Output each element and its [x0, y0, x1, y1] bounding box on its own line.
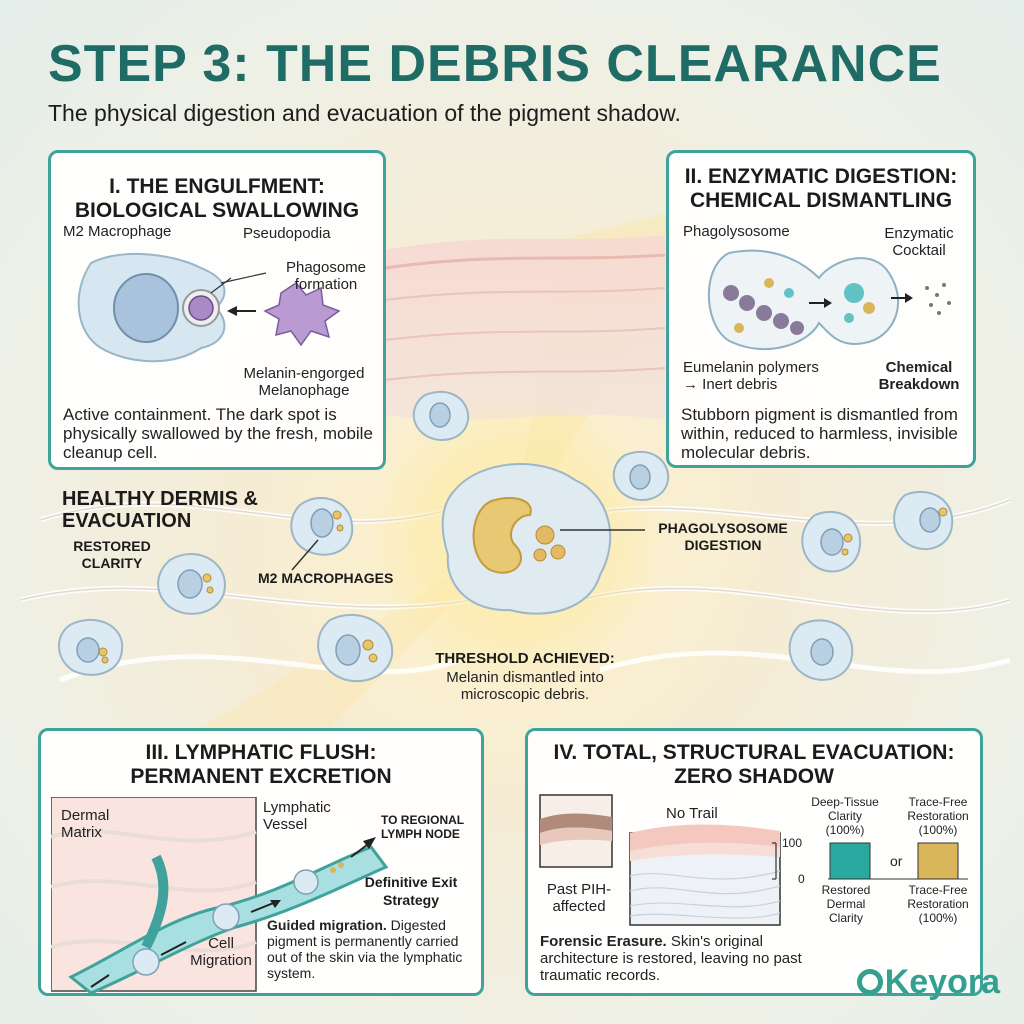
panel-structural-evacuation: IV. TOTAL, STRUCTURAL EVACUATION: ZERO S…: [525, 728, 983, 996]
logo-text: Keyora: [884, 963, 1000, 1001]
label-melanophage: Melanin-engorged Melanophage: [243, 365, 365, 399]
label-or: or: [890, 853, 903, 869]
phagolysosome-illustration: [708, 249, 951, 351]
panel-title-line1: III. LYMPHATIC FLUSH:: [145, 741, 377, 764]
label-restored-clarity: RESTORED CLARITY: [73, 538, 151, 571]
label-phagolysosome-digestion: PHAGOLYSOSOME DIGESTION: [658, 520, 788, 553]
key-icon: [856, 969, 883, 995]
description-text: Skin's original architecture is restored…: [540, 933, 802, 984]
label-dermal-matrix: Dermal Matrix: [61, 807, 110, 841]
label-phagolysosome: Phagolysosome: [683, 223, 790, 240]
panel-description: Guided migration. Digested pigment is pe…: [267, 917, 479, 981]
label-threshold-title: THRESHOLD ACHIEVED:: [435, 650, 615, 667]
clarity-bar-chart: [772, 842, 968, 880]
panel-title-line2: ZERO SHADOW: [674, 765, 834, 788]
label-chemical-breakdown: Chemical Breakdown: [878, 359, 960, 393]
central-macrophage-cell: [441, 463, 612, 615]
keyora-logo: Keyora: [856, 963, 1000, 1002]
axis-label-0: 0: [798, 872, 805, 886]
panel-enzymatic-digestion: II. ENZYMATIC DIGESTION: CHEMICAL DISMAN…: [666, 150, 976, 468]
bar-trace-free-restoration: [917, 842, 959, 880]
page-subtitle: The physical digestion and evacuation of…: [48, 100, 681, 126]
panel-title-line2: CHEMICAL DISMANTLING: [689, 189, 953, 212]
panel-lymphatic-flush: III. LYMPHATIC FLUSH: PERMANENT EXCRETIO…: [38, 728, 484, 996]
label-trace-free-bottom: Trace-Free Restoration (100%): [907, 883, 969, 925]
panel-engulfment: I. THE ENGULFMENT: BIOLOGICAL SWALLOWING…: [48, 150, 386, 470]
label-cell-migration: Cell Migration: [190, 935, 252, 969]
label-eumelanin: Eumelanin polymers → Inert debris: [683, 359, 819, 393]
description-bold: Forensic Erasure.: [540, 933, 667, 950]
label-trace-free-top: Trace-Free Restoration (100%): [907, 795, 969, 837]
label-pseudopodia: Pseudopodia: [243, 225, 331, 242]
label-healthy-dermis: HEALTHY DERMIS & EVACUATION: [62, 488, 258, 532]
page-title: STEP 3: THE DEBRIS CLEARANCE: [48, 35, 942, 93]
lymphatic-illustration: [51, 797, 389, 993]
label-enzymatic-cocktail: Enzymatic Cocktail: [884, 225, 954, 259]
panel-title-line2: PERMANENT EXCRETION: [130, 765, 392, 788]
label-lymphatic-vessel: Lymphatic Vessel: [263, 799, 331, 833]
panel-description: Stubborn pigment is dismantled from with…: [681, 405, 958, 462]
label-threshold-text: Melanin dismantled into microscopic debr…: [446, 669, 604, 703]
panel-title-line1: IV. TOTAL, STRUCTURAL EVACUATION:: [553, 741, 955, 764]
label-past-pih: Past PIH-affected: [546, 881, 612, 915]
description-text: Digested pigment is permanently carried …: [267, 917, 463, 981]
axis-label-100: 100: [782, 836, 803, 850]
label-phagosome: Phagosome formation: [285, 259, 367, 293]
bar-restored-dermal-clarity: [829, 842, 871, 880]
label-lymph-node: TO REGIONAL LYMPH NODE: [381, 813, 464, 841]
panel-description: Forensic Erasure. Skin's original archit…: [540, 933, 830, 984]
label-no-trail: No Trail: [666, 805, 718, 822]
panel-title-line1: II. ENZYMATIC DIGESTION:: [684, 165, 958, 188]
label-m2-macrophages: M2 MACROPHAGES: [258, 570, 394, 586]
melanophage-illustration: [263, 282, 341, 347]
skin-comparison-illustration: [539, 794, 781, 926]
panel-description: Active containment. The dark spot is phy…: [63, 405, 373, 462]
label-macrophage: M2 Macrophage: [63, 223, 172, 240]
label-deep-tissue: Deep-Tissue Clarity (100%): [811, 795, 879, 837]
panel-title-line2: BIOLOGICAL SWALLOWING: [74, 199, 360, 222]
panel-title-line1: I. THE ENGULFMENT:: [109, 175, 325, 198]
description-bold: Guided migration.: [267, 917, 387, 933]
label-restored-dermal: Restored Dermal Clarity: [821, 883, 871, 925]
engulfment-illustration: [77, 253, 341, 363]
label-exit-strategy: Definitive Exit Strategy: [364, 874, 458, 908]
